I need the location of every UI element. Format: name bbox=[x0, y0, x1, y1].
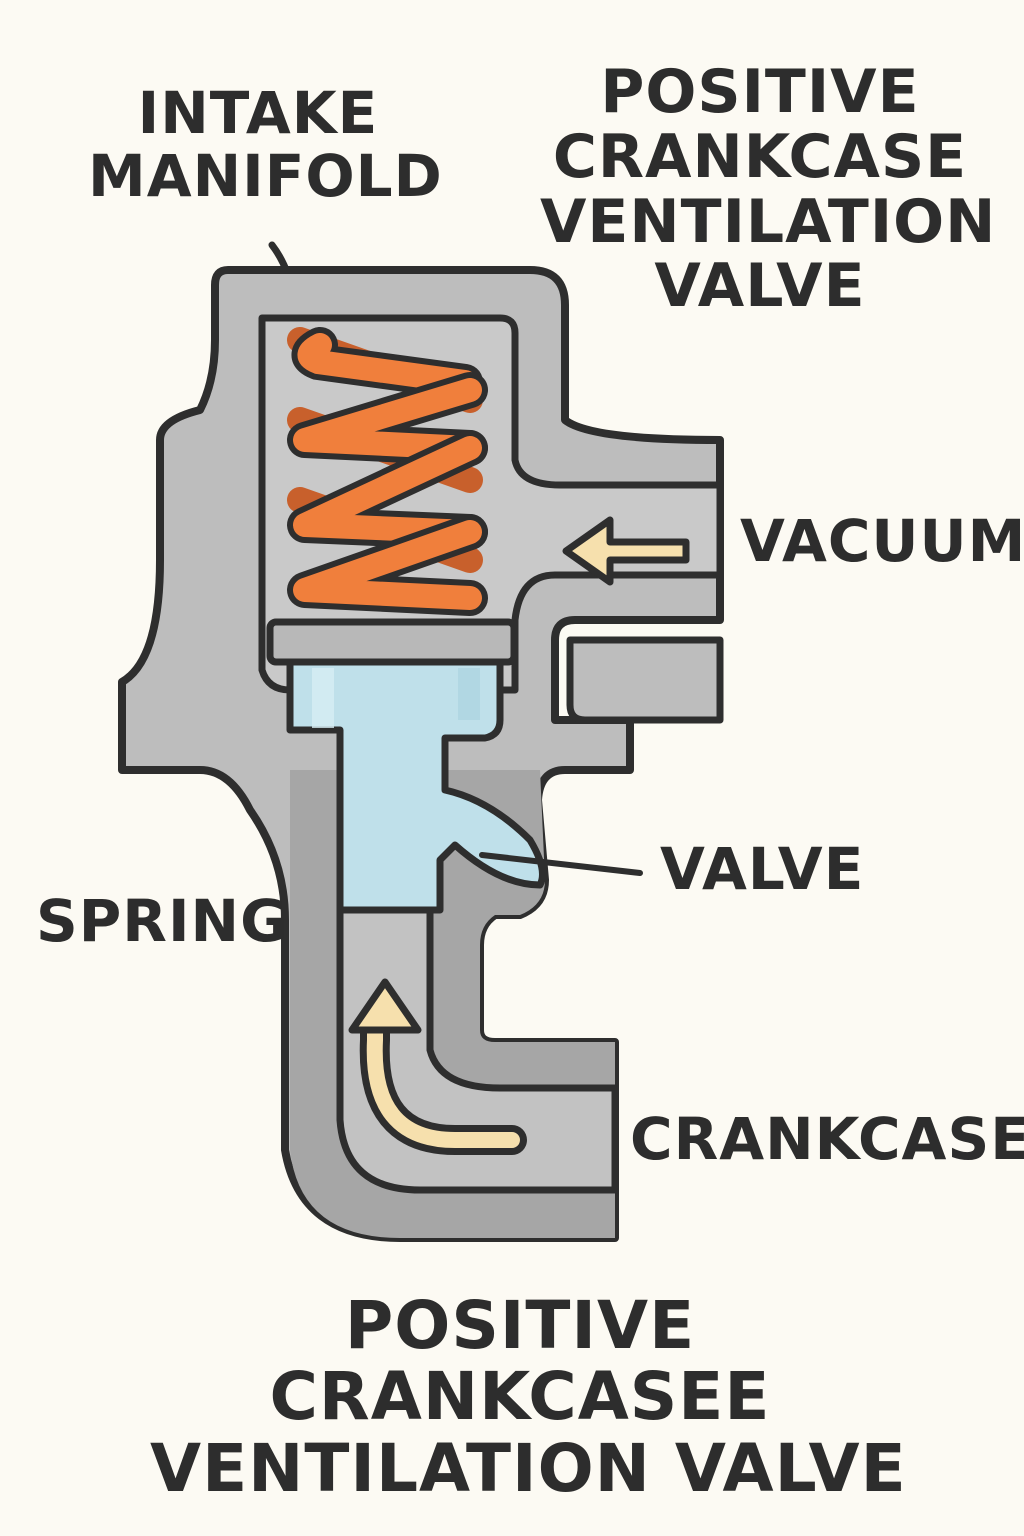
valve-label: VALVE bbox=[660, 835, 865, 903]
title-top: POSITIVE CRANKCASE VENTILATION VALVE bbox=[540, 57, 997, 322]
title-bottom: POSITIVE CRANKCASEE VENTILATION VALVE bbox=[150, 1287, 907, 1507]
vacuum-label: VACUUM bbox=[740, 507, 1024, 575]
crankcase-label: CRANKCASE bbox=[630, 1105, 1024, 1173]
spring-label: SPRING bbox=[36, 887, 289, 955]
spring-seat bbox=[266, 618, 518, 666]
crankcase-arrow-icon bbox=[348, 978, 527, 1155]
spring-coil bbox=[287, 327, 488, 616]
valve-plunger bbox=[286, 658, 546, 914]
intake-manifold-label: INTAKE MANIFOLD bbox=[88, 79, 443, 210]
vacuum-arrow-icon bbox=[562, 516, 690, 586]
valve-leader-line bbox=[479, 852, 643, 876]
